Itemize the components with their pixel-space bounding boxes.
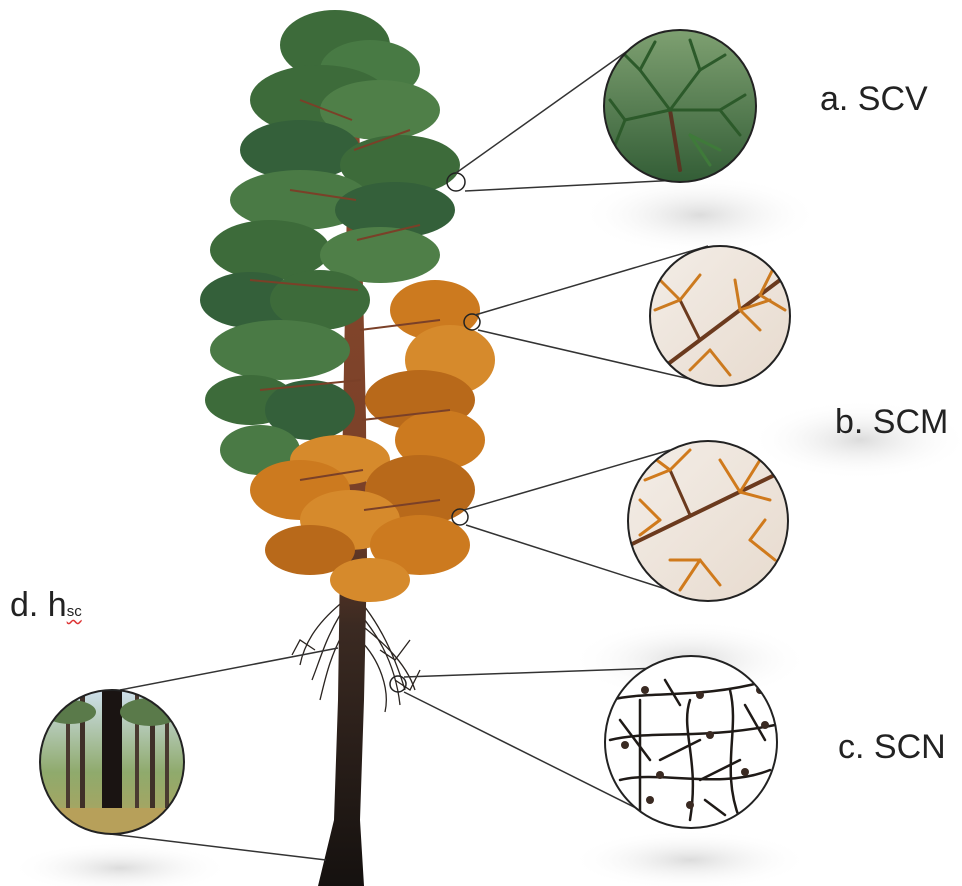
inset-forest-stand — [40, 690, 190, 840]
label-hsc: d. hsc — [10, 588, 82, 622]
inset-green-needles — [600, 30, 760, 190]
label-hsc-subscript: sc — [67, 603, 82, 620]
label-scn: c. SCN — [838, 730, 946, 764]
inset-scorched-needles-upper — [640, 240, 800, 400]
label-scm: b. SCM — [835, 405, 948, 439]
label-hsc-prefix: d. h — [10, 586, 67, 624]
label-scv: a. SCV — [820, 82, 928, 116]
pine-tree — [200, 10, 495, 886]
